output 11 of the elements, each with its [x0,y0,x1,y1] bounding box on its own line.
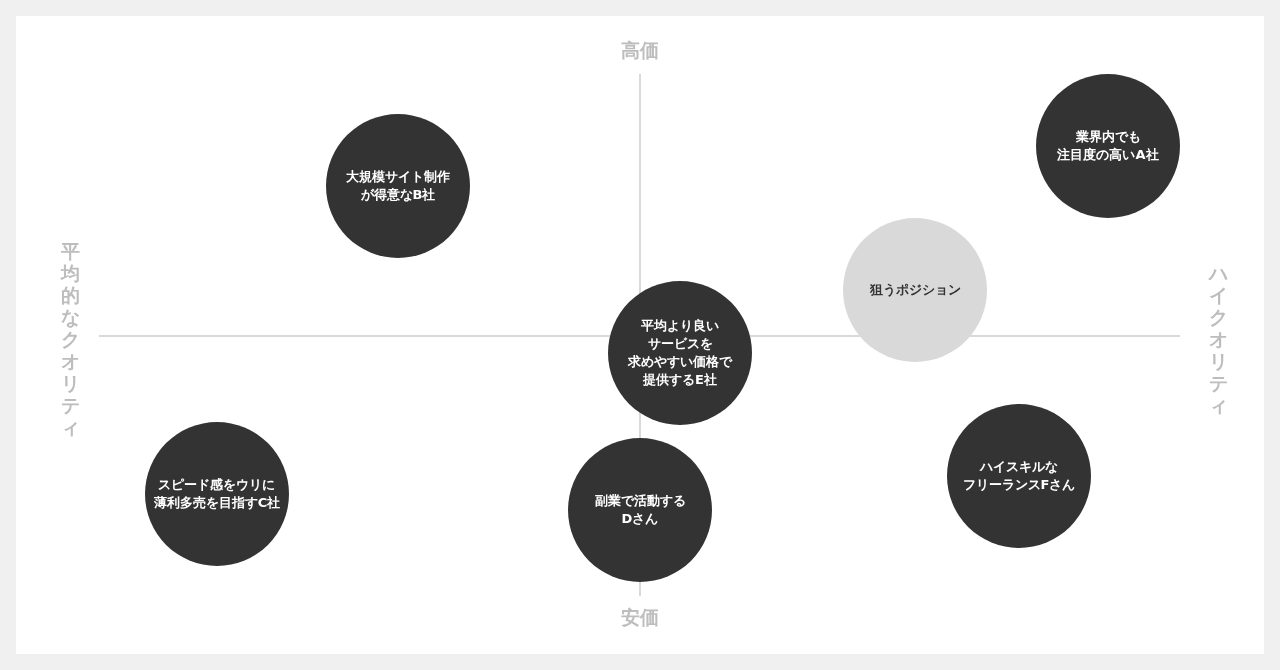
node-text: 業界内でも注目度の高いA社 [1057,128,1159,164]
axis-label: 高価 [621,38,659,63]
node-text: 大規模サイト制作が得意なB社 [346,168,450,204]
node-text: 副業で活動するDさん [594,492,686,528]
axis-label: ハイクオリティ [1208,262,1228,416]
axis-label: 平均的なクオリティ [60,240,80,438]
node-text: ハイスキルなフリーランスFさん [962,458,1076,494]
node-text: 狙うポジション [869,281,961,299]
axis-label: 安価 [621,605,659,630]
node-text: スピード感をウリに薄利多売を目指すC社 [153,476,281,512]
node-text: 平均より良いサービスを求めやすい価格で提供するE社 [628,317,732,389]
